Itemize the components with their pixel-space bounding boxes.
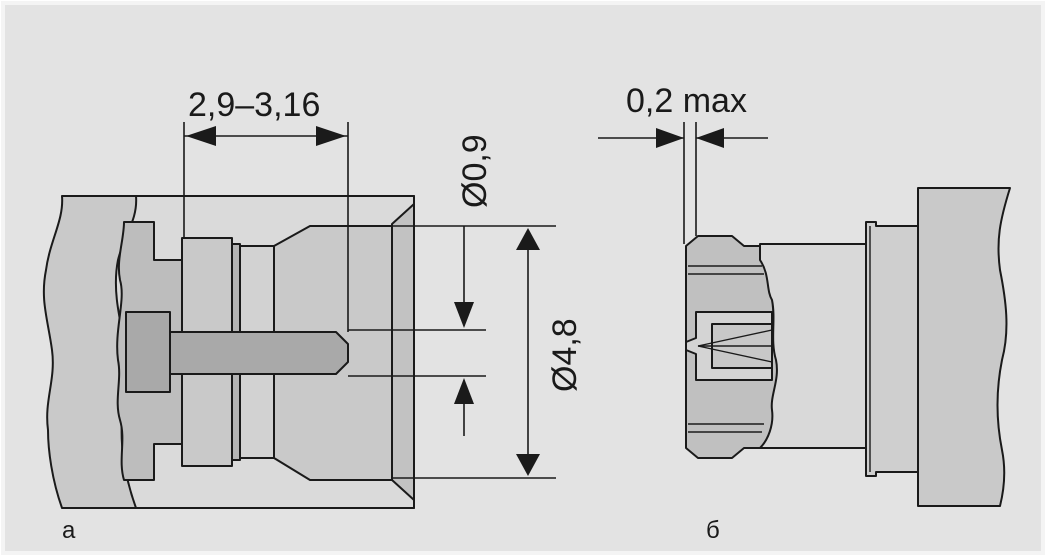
panel-a-dimensions [183,122,556,479]
panel-b-details [688,226,871,472]
arrow-up-icon [516,228,540,250]
panel-b-arrowheads [656,128,724,148]
length-dimension-label: 2,9–3,16 [188,86,320,124]
arrow-left-icon [696,128,724,148]
panel-a-label: а [62,517,76,544]
panel-a-arrowheads [186,126,540,476]
shank [759,243,867,449]
center-pin [169,331,349,375]
socket-chamfer [391,203,415,501]
panel-b-label: б [706,517,720,544]
arrow-down-icon [454,302,474,328]
pin-diameter-label: Ø0,9 [456,134,494,208]
contact-tail [125,311,171,393]
slot-ray-1 [697,329,773,347]
body-diameter-label: Ø4,8 [546,318,584,392]
panel-a-drawing [42,195,415,509]
arrow-left-icon [186,126,216,146]
gap-dimension-label: 0,2 max [626,82,747,120]
panel-b-drawing [685,187,1011,507]
arrow-up-icon [454,378,474,404]
arrow-right-icon [316,126,346,146]
arrow-right-icon [656,128,684,148]
arrow-down-icon [516,454,540,476]
flange [865,221,919,477]
mating-body [917,187,1011,507]
slot-ray-2 [697,345,773,363]
